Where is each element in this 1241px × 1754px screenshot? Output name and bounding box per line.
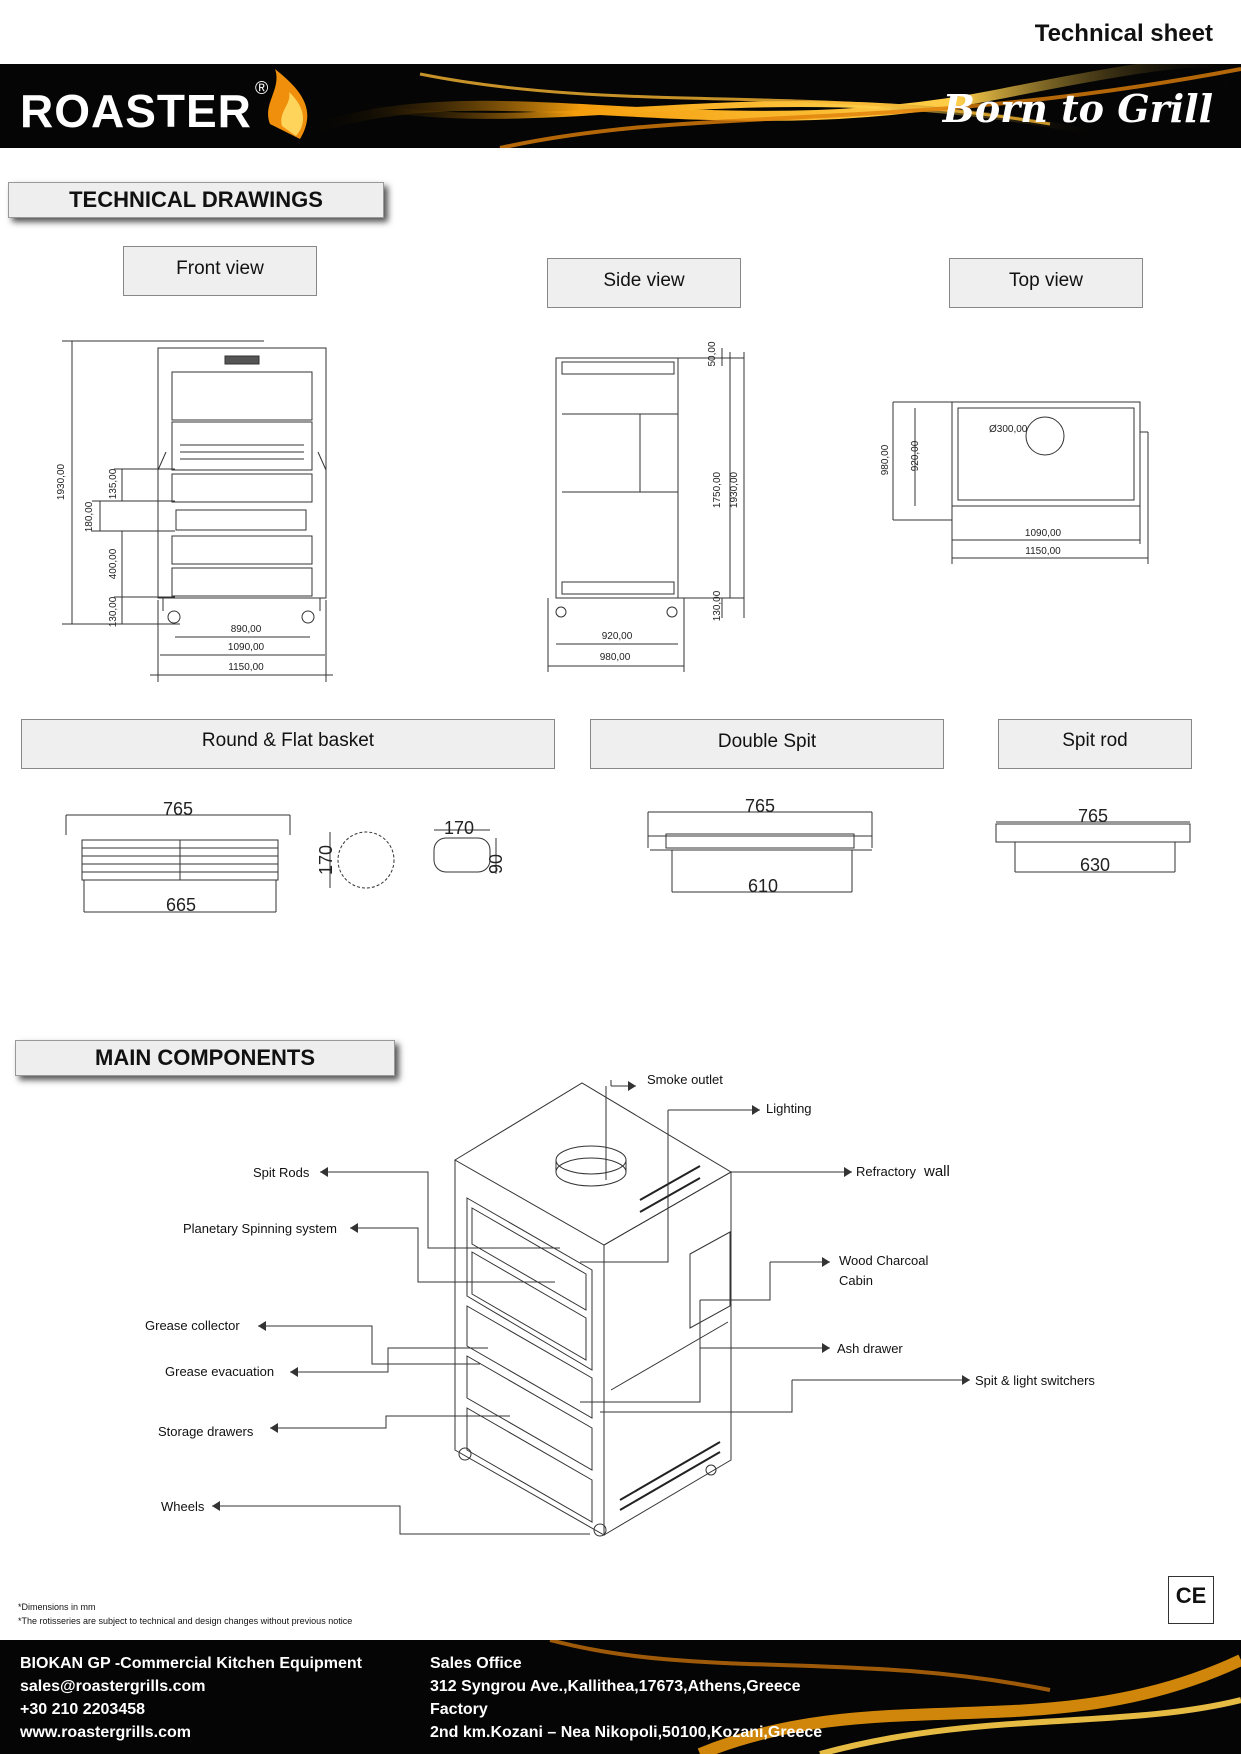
leader-arrowheads bbox=[212, 1081, 970, 1511]
footer-phone: +30 210 2203458 bbox=[20, 1701, 146, 1718]
footer-email[interactable]: sales@roastergrills.com bbox=[20, 1678, 206, 1695]
footer-factory-address: 2nd km.Kozani – Nea Nikopoli,50100,Kozan… bbox=[430, 1724, 823, 1741]
footer-company: BIOKAN GP -Commercial Kitchen Equipment bbox=[20, 1655, 362, 1672]
sheet-title: Technical sheet bbox=[1034, 20, 1213, 47]
front-dim-180: 180,00 bbox=[84, 501, 95, 532]
ce-mark: CE bbox=[1168, 1576, 1214, 1624]
spit-rod-drawing bbox=[995, 821, 1191, 873]
front-width-1090: 1090,00 bbox=[228, 642, 265, 653]
label-lighting: Lighting bbox=[766, 1101, 812, 1116]
footnotes: *Dimensions in mm *The rotisseries are s… bbox=[18, 1602, 353, 1626]
front-width-890: 890,00 bbox=[231, 624, 262, 635]
label-wheels: Wheels bbox=[161, 1499, 205, 1514]
label-cabin: Cabin bbox=[839, 1273, 873, 1288]
main-components-heading: MAIN COMPONENTS bbox=[15, 1040, 395, 1076]
label-storage-drawers: Storage drawers bbox=[158, 1424, 254, 1439]
side-height-1750: 1750,00 bbox=[712, 471, 723, 508]
top-width-1150: 1150,00 bbox=[1025, 546, 1061, 557]
top-view-drawing bbox=[892, 401, 1149, 564]
label-wood-charcoal: Wood Charcoal bbox=[839, 1253, 928, 1268]
side-width-920: 920,00 bbox=[602, 631, 633, 642]
front-view-drawing bbox=[62, 340, 333, 682]
footer-factory-label: Factory bbox=[430, 1701, 488, 1718]
grill-isometric-drawing bbox=[454, 1082, 732, 1537]
front-width-1150: 1150,00 bbox=[228, 662, 264, 673]
technical-drawings-heading: TECHNICAL DRAWINGS bbox=[8, 182, 384, 218]
double-spit-length-610: 610 bbox=[748, 876, 778, 896]
label-refractory-wall: wall bbox=[923, 1163, 950, 1180]
side-height-1930: 1930,00 bbox=[729, 471, 740, 508]
label-grease-evacuation: Grease evacuation bbox=[165, 1364, 274, 1379]
double-spit-drawing bbox=[647, 811, 873, 893]
spit-rod-length-630: 630 bbox=[1080, 855, 1110, 875]
label-grease-collector: Grease collector bbox=[145, 1318, 240, 1333]
spit-rod-length-765: 765 bbox=[1078, 806, 1108, 826]
footer-website[interactable]: www.roastergrills.com bbox=[20, 1724, 192, 1741]
top-width-1090: 1090,00 bbox=[1025, 528, 1062, 539]
label-smoke-outlet: Smoke outlet bbox=[647, 1072, 723, 1087]
label-switchers: Spit & light switchers bbox=[975, 1373, 1095, 1388]
footer: BIOKAN GP -Commercial Kitchen Equipment … bbox=[0, 1640, 1241, 1754]
logo-registered-mark: ® bbox=[255, 78, 269, 98]
footer-addresses: Sales Office 312 Syngrou Ave.,Kallithea,… bbox=[430, 1652, 822, 1744]
round-basket-diameter: 170 bbox=[316, 845, 336, 875]
basket-length-665: 665 bbox=[166, 895, 196, 915]
double-spit-label: Double Spit bbox=[590, 719, 944, 769]
component-leader-lines bbox=[212, 1080, 970, 1535]
front-dim-135: 135,00 bbox=[108, 468, 119, 499]
side-dim-50: 50,00 bbox=[707, 341, 718, 366]
label-spit-rods: Spit Rods bbox=[253, 1165, 310, 1180]
front-dim-130: 130,00 bbox=[108, 596, 119, 627]
round-flat-basket-drawing bbox=[65, 814, 497, 913]
flat-basket-width: 170 bbox=[444, 818, 474, 838]
top-view-label: Top view bbox=[949, 258, 1143, 308]
footer-flame-background bbox=[549, 1640, 1241, 1754]
side-view-drawing bbox=[547, 348, 745, 672]
footer-contact: BIOKAN GP -Commercial Kitchen Equipment … bbox=[20, 1652, 362, 1744]
label-refractory: Refractory bbox=[856, 1164, 916, 1179]
side-dim-130: 130,00 bbox=[712, 590, 723, 621]
front-view-label: Front view bbox=[123, 246, 317, 296]
footer-sales-address: 312 Syngrou Ave.,Kallithea,17673,Athens,… bbox=[430, 1678, 801, 1695]
logo: ROASTER bbox=[20, 85, 252, 137]
basket-label: Round & Flat basket bbox=[21, 719, 555, 769]
basket-length-765: 765 bbox=[163, 799, 193, 819]
note-dimensions: Dimensions in mm bbox=[21, 1602, 96, 1612]
double-spit-length-765: 765 bbox=[745, 796, 775, 816]
header-banner: ROASTER ® Born to Grill bbox=[0, 64, 1241, 148]
spit-rod-label: Spit rod bbox=[998, 719, 1192, 769]
label-ash-drawer: Ash drawer bbox=[837, 1341, 903, 1356]
front-dim-400: 400,00 bbox=[108, 548, 119, 579]
top-depth-920: 920,00 bbox=[910, 440, 921, 471]
top-diameter: Ø300,00 bbox=[989, 424, 1028, 435]
side-view-label: Side view bbox=[547, 258, 741, 308]
flame-background bbox=[268, 64, 1241, 148]
top-depth-980: 980,00 bbox=[880, 444, 891, 475]
note-changes: The rotisseries are subject to technical… bbox=[21, 1616, 353, 1626]
flat-basket-height: 90 bbox=[486, 854, 506, 874]
front-total-height: 1930,00 bbox=[56, 463, 67, 500]
side-width-980: 980,00 bbox=[600, 652, 631, 663]
slogan: Born to Grill bbox=[942, 86, 1213, 131]
footer-sales-label: Sales Office bbox=[430, 1655, 522, 1672]
label-planetary-spinning: Planetary Spinning system bbox=[183, 1221, 337, 1236]
